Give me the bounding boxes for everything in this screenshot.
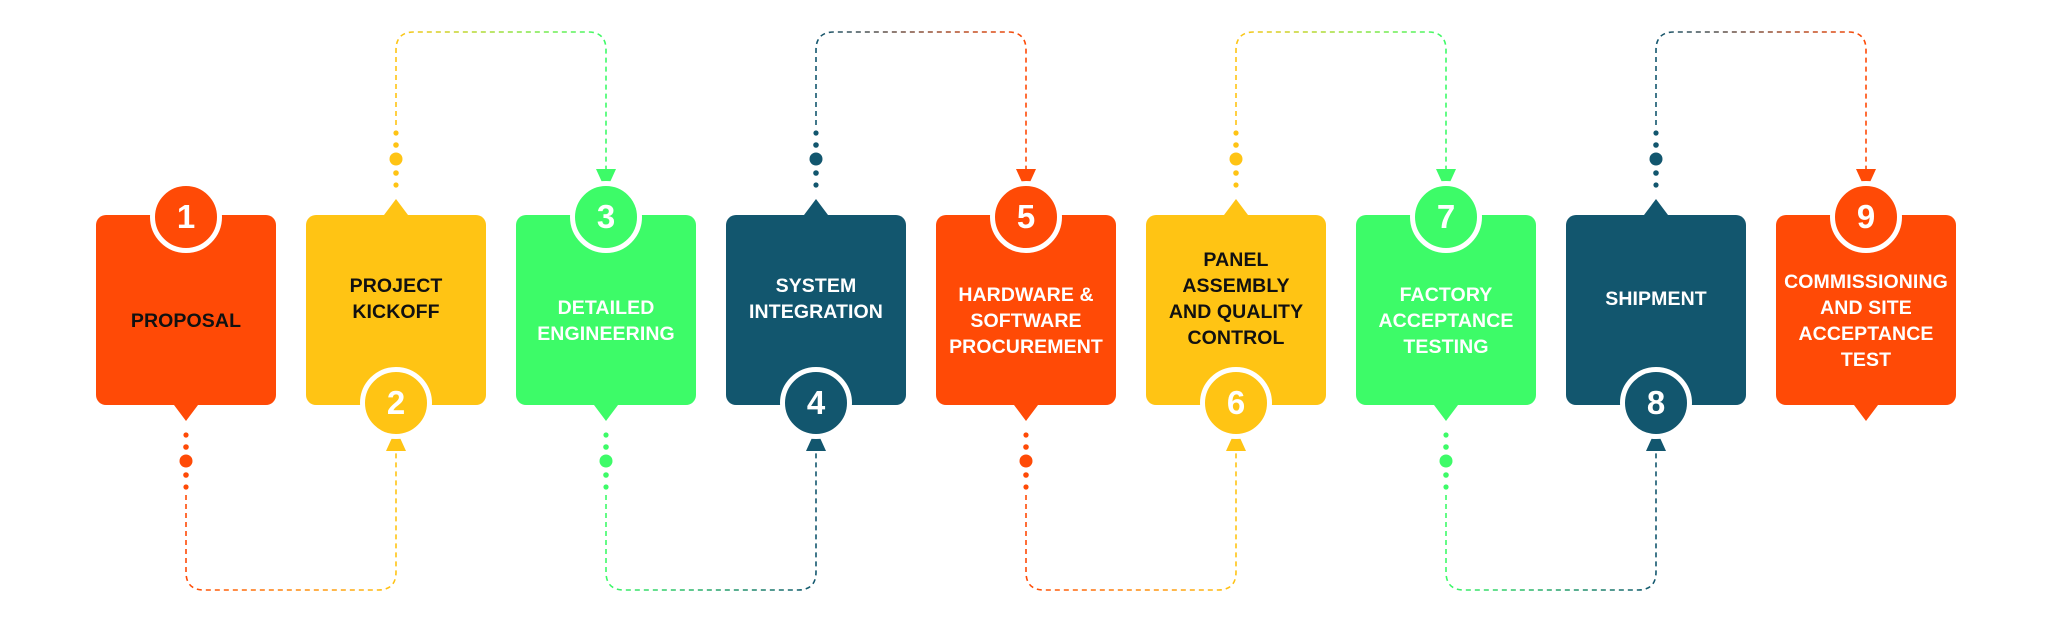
step-label: PROJECT KICKOFF: [349, 275, 443, 323]
connector-dot: [1023, 444, 1029, 450]
card-pointer-tab: [1644, 199, 1668, 215]
card-pointer-tab: [594, 405, 618, 421]
connector-dot: [813, 130, 819, 136]
connector-dot: [1653, 142, 1659, 148]
connector-dot: [813, 182, 819, 188]
connector-dot: [1233, 170, 1239, 176]
dashed-connector-line: [1235, 31, 1447, 169]
card-pointer-tab: [1224, 199, 1248, 215]
connector-dot: [1653, 170, 1659, 176]
connector-dot: [1443, 484, 1449, 490]
connector-arrowhead: [806, 429, 826, 451]
card-pointer-tab: [804, 199, 828, 215]
connector-dot: [393, 170, 399, 176]
connector-arrowhead: [1856, 169, 1876, 191]
connector-dot: [1233, 142, 1239, 148]
connector-dot: [183, 472, 189, 478]
connector-dot: [179, 454, 193, 468]
card-pointer-tab: [174, 405, 198, 421]
connector-dot: [603, 472, 609, 478]
connector-dot: [1023, 432, 1029, 438]
connector-dot: [1439, 454, 1453, 468]
dashed-connector-line: [185, 451, 397, 591]
connector-dot: [1649, 152, 1663, 166]
step-label: DETAILED ENGINEERING: [537, 297, 675, 345]
dashed-connector-line: [1025, 451, 1237, 591]
connector-arrowhead: [1016, 169, 1036, 191]
connector-dot: [183, 432, 189, 438]
step-label: FACTORY ACCEPTANCE TESTING: [1378, 284, 1514, 358]
connector-arrowhead: [596, 169, 616, 191]
step-label: PROPOSAL: [130, 310, 242, 332]
card-pointer-tab: [384, 199, 408, 215]
step-number-badge: 6: [1200, 367, 1272, 439]
connector-dot: [1233, 130, 1239, 136]
step-label: HARDWARE & SOFTWARE PROCUREMENT: [949, 284, 1103, 358]
connector-dot: [603, 484, 609, 490]
step-number-badge: 2: [360, 367, 432, 439]
connector-dot: [1443, 444, 1449, 450]
connector-dot: [393, 182, 399, 188]
step-number-badge: 9: [1830, 181, 1902, 253]
connector-dot: [1653, 182, 1659, 188]
card-pointer-tab: [1854, 405, 1878, 421]
connector-dot: [599, 454, 613, 468]
connector-dot: [1443, 432, 1449, 438]
dashed-connector-line: [395, 31, 607, 169]
connector-dot: [813, 170, 819, 176]
connector-arrowhead: [1436, 169, 1456, 191]
connector-dot: [389, 152, 403, 166]
step-label: SYSTEM INTEGRATION: [749, 275, 883, 323]
connector-dot: [393, 130, 399, 136]
card-pointer-tab: [1014, 405, 1038, 421]
step-label: SHIPMENT: [1605, 288, 1707, 310]
connector-dot: [603, 432, 609, 438]
connector-arrowhead: [386, 429, 406, 451]
connector-dot: [813, 142, 819, 148]
connector-dot: [1023, 472, 1029, 478]
connector-dot: [183, 444, 189, 450]
connector-dot: [603, 444, 609, 450]
connector-dot: [1653, 130, 1659, 136]
step-number-badge: 3: [570, 181, 642, 253]
connector-dot: [1019, 454, 1033, 468]
dashed-connector-line: [815, 31, 1027, 169]
step-label: COMMISSIONING AND SITE ACCEPTANCE TEST: [1784, 271, 1948, 371]
step-number-badge: 1: [150, 181, 222, 253]
connector-dot: [183, 484, 189, 490]
step-card-4: SYSTEM INTEGRATION: [726, 215, 906, 405]
dashed-connector-line: [1655, 31, 1867, 169]
step-number-badge: 8: [1620, 367, 1692, 439]
card-pointer-tab: [1434, 405, 1458, 421]
connector-arrowhead: [1646, 429, 1666, 451]
step-number-badge: 7: [1410, 181, 1482, 253]
connector-dot: [1229, 152, 1243, 166]
dashed-connector-line: [605, 451, 817, 591]
connector-dot: [1233, 182, 1239, 188]
step-number-badge: 4: [780, 367, 852, 439]
dashed-connector-line: [1445, 451, 1657, 591]
connector-arrowhead: [1226, 429, 1246, 451]
connector-dot: [809, 152, 823, 166]
connector-dot: [1023, 484, 1029, 490]
step-number-badge: 5: [990, 181, 1062, 253]
connector-dot: [1443, 472, 1449, 478]
connector-dot: [393, 142, 399, 148]
step-label: PANEL ASSEMBLY AND QUALITY CONTROL: [1168, 249, 1304, 349]
